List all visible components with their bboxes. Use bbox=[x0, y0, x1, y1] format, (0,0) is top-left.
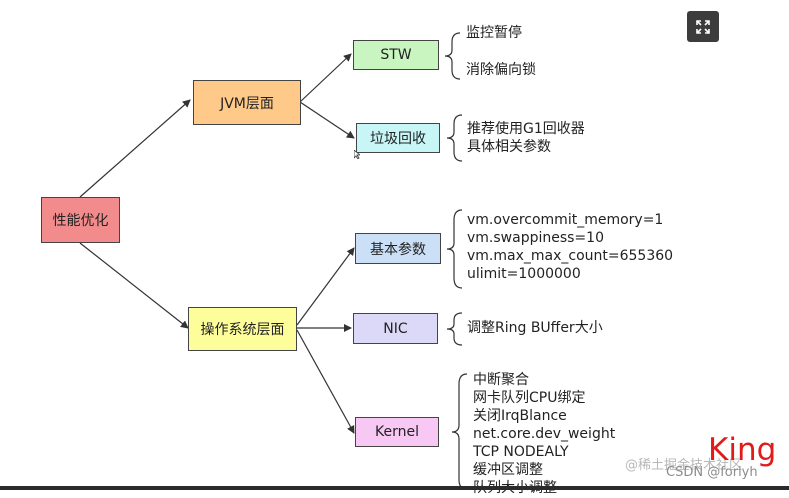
basic-item-1: vm.overcommit_memory=1 bbox=[467, 212, 664, 228]
stw-item-2: 消除偏向锁 bbox=[466, 62, 536, 78]
kernel-item-4: net.core.dev_weight bbox=[473, 426, 616, 442]
kernel-item-3: 关闭IrqBlance bbox=[473, 408, 567, 424]
nic-item-1: 调整Ring BUffer大小 bbox=[467, 320, 603, 336]
connector-root-jvm bbox=[79, 99, 191, 198]
mouse-cursor-icon bbox=[354, 150, 360, 159]
brace-stw bbox=[444, 32, 461, 80]
expand-arrows-icon bbox=[696, 19, 710, 34]
jvm-node[interactable]: JVM层面 bbox=[193, 80, 301, 125]
expand-button[interactable] bbox=[687, 11, 719, 42]
csdn-watermark: CSDN @forlyh bbox=[666, 465, 758, 480]
kernel-item-2: 网卡队列CPU绑定 bbox=[473, 390, 586, 406]
stw-item-1: 监控暂停 bbox=[466, 25, 522, 41]
os-node[interactable]: 操作系统层面 bbox=[188, 307, 297, 351]
gc-item-1: 推荐使用G1回收器 bbox=[467, 121, 585, 137]
brace-nic bbox=[446, 312, 463, 346]
kernel-item-6: 缓冲区调整 bbox=[473, 462, 543, 478]
basic-params-node[interactable]: 基本参数 bbox=[355, 233, 441, 264]
nic-node[interactable]: NIC bbox=[353, 313, 438, 344]
brace-gc bbox=[446, 114, 463, 162]
stw-node[interactable]: STW bbox=[353, 40, 439, 70]
kernel-item-5: TCP NODEALY bbox=[473, 444, 569, 460]
gc-item-2: 具体相关参数 bbox=[467, 139, 551, 155]
connector-os-basic bbox=[296, 247, 355, 326]
gc-node[interactable]: 垃圾回收 bbox=[356, 123, 440, 153]
connector-root-os bbox=[79, 242, 189, 329]
kernel-node[interactable]: Kernel bbox=[355, 417, 439, 447]
basic-item-3: vm.max_max_count=655360 bbox=[467, 248, 674, 264]
bottom-border bbox=[0, 486, 789, 490]
root-node[interactable]: 性能优化 bbox=[41, 197, 120, 243]
kernel-item-1: 中断聚合 bbox=[473, 372, 529, 388]
brace-kernel bbox=[451, 373, 468, 490]
brand-watermark: King bbox=[708, 432, 777, 468]
connector-os-kernel bbox=[296, 329, 355, 434]
juejin-watermark: @稀土掘金技术社区 bbox=[625, 458, 743, 473]
connector-jvm-gc bbox=[299, 101, 355, 139]
basic-item-4: ulimit=1000000 bbox=[467, 266, 581, 282]
basic-item-2: vm.swappiness=10 bbox=[467, 230, 604, 246]
connector-jvm-stw bbox=[299, 53, 352, 103]
brace-basic bbox=[446, 209, 463, 289]
